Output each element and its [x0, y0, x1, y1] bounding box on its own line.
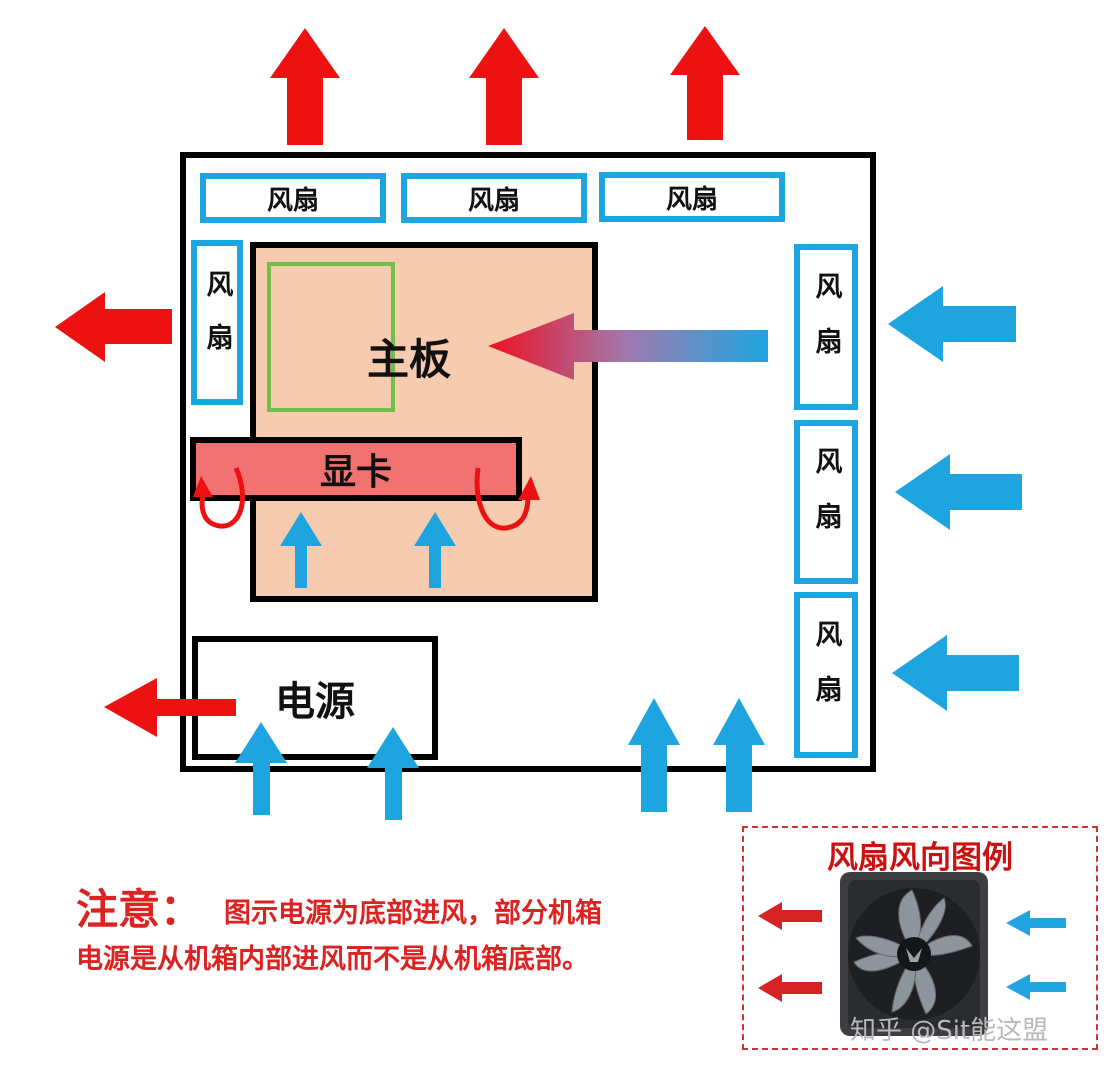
fan-direction-legend: 风扇风向图例 [742, 826, 1098, 1050]
exhaust-arrow-up-icon [270, 28, 340, 145]
motherboard-label: 主板 [367, 335, 452, 384]
note-line-1: 图示电源为底部进风，部分机箱 [224, 898, 602, 929]
legend-exhaust-arrow-icon [758, 902, 822, 1002]
front-fan-1: 风扇 [794, 244, 858, 410]
pc-case-outline [180, 152, 876, 772]
exhaust-arrow-left-icon [55, 292, 172, 362]
top-fan-3-label: 风扇 [665, 184, 718, 215]
rear-fan-label: 风扇 [201, 269, 233, 376]
exhaust-arrow-up-icon [469, 28, 539, 145]
cpu-area [267, 262, 395, 412]
intake-arrow-left-icon [895, 454, 1022, 530]
power-supply-label: 电源 [275, 679, 355, 725]
exhaust-arrow-up-icon [670, 26, 740, 140]
top-fan-2-label: 风扇 [467, 185, 520, 216]
note-prefix: 注意： [76, 885, 203, 934]
intake-arrow-left-icon [892, 635, 1019, 711]
legend-intake-arrow-icon [1006, 910, 1066, 1000]
note-line-2: 电源是从机箱内部进风而不是从机箱底部。 [76, 944, 589, 975]
top-fan-1-label: 风扇 [266, 185, 319, 216]
front-fan-2-label: 风扇 [810, 447, 842, 557]
top-fan-2: 风扇 [401, 173, 587, 223]
rear-fan: 风扇 [191, 240, 243, 405]
intake-arrow-left-icon [888, 286, 1016, 362]
power-supply: 电源 [192, 636, 438, 760]
graphics-card: 显卡 [190, 437, 522, 501]
top-fan-1: 风扇 [200, 173, 386, 223]
front-fan-1-label: 风扇 [810, 272, 842, 382]
front-fan-3-label: 风扇 [810, 620, 842, 730]
legend-title: 风扇风向图例 [827, 840, 1013, 876]
front-fan-2: 风扇 [794, 420, 858, 584]
watermark: 知乎 @Sit能这盟 [850, 1016, 1049, 1046]
graphics-card-label: 显卡 [319, 452, 392, 493]
legend-fan-illustration [758, 872, 1066, 1036]
legend-fan-icon [840, 872, 988, 1036]
front-fan-3: 风扇 [794, 592, 858, 758]
top-fan-3: 风扇 [599, 172, 785, 222]
